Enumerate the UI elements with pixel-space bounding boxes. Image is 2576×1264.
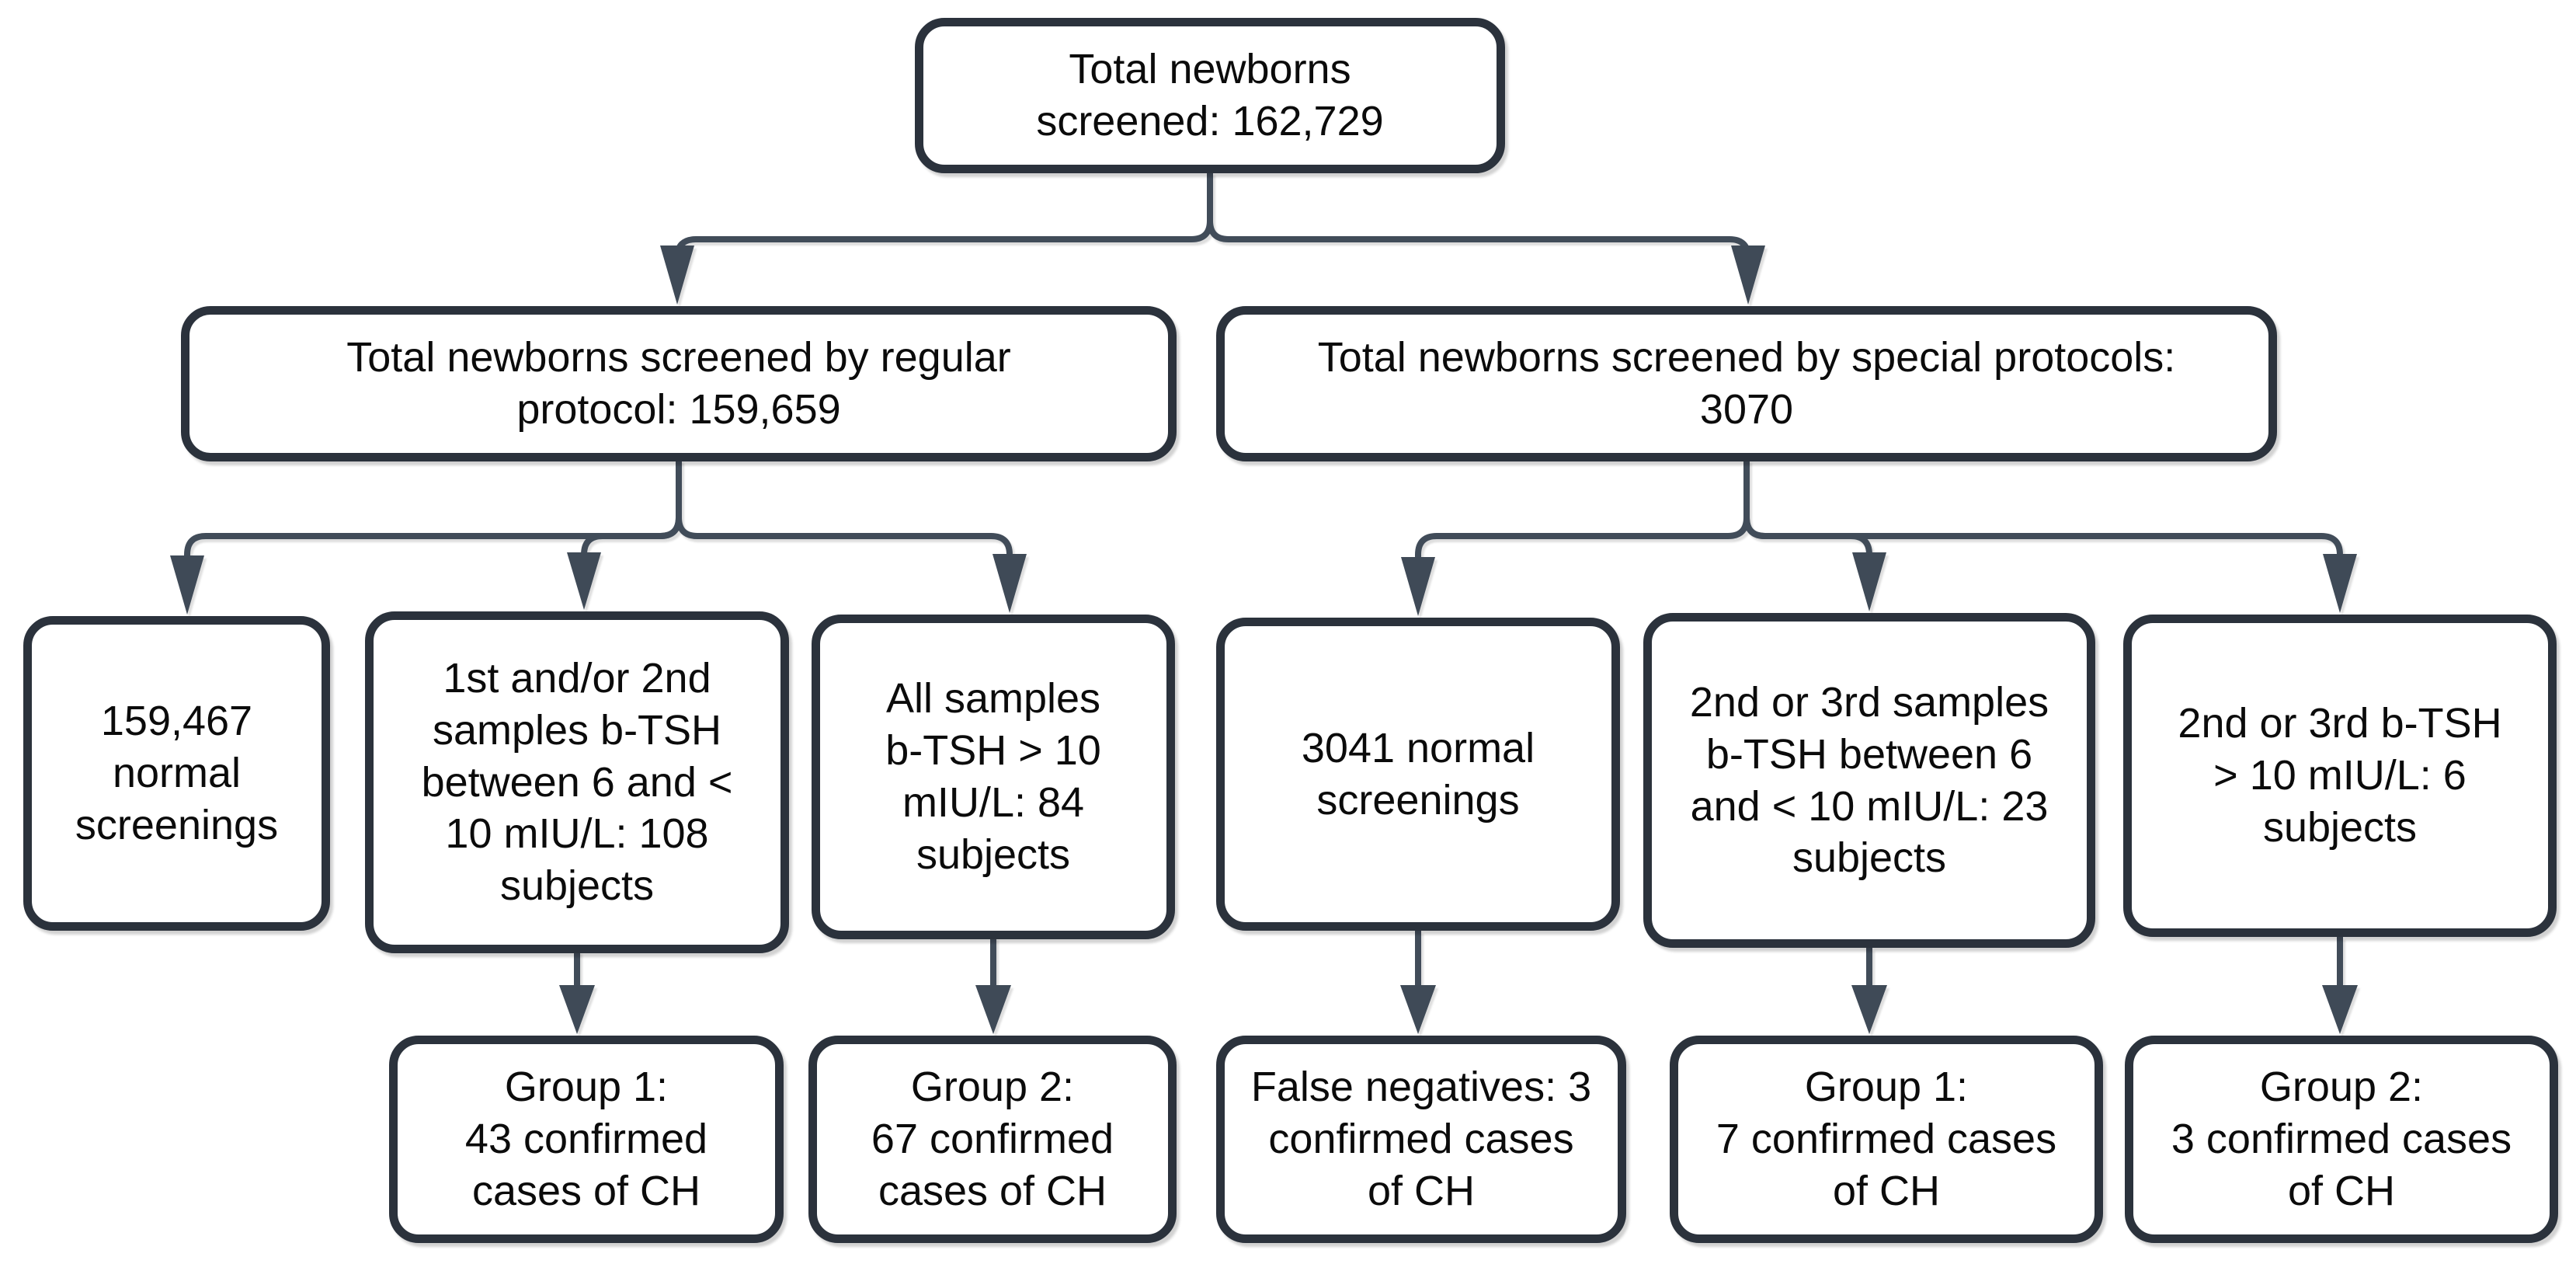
edge-special-borderline xyxy=(1743,460,1872,564)
edge-special-high xyxy=(1743,460,2343,564)
arrowhead xyxy=(559,985,595,1034)
node-label: Group 1: 7 confirmed cases of CH xyxy=(1716,1064,2057,1214)
node-special-protocols: Total newborns screened by special proto… xyxy=(1216,306,2277,461)
arrowhead xyxy=(993,554,1027,613)
arrowhead xyxy=(975,985,1011,1034)
node-group2-special: Group 2: 3 confirmed cases of CH xyxy=(2125,1036,2558,1243)
edge-special-normal xyxy=(1415,460,1750,564)
node-label: 3041 normal screenings xyxy=(1301,724,1535,824)
arrowhead xyxy=(2323,554,2357,613)
edge-regular-normal xyxy=(184,460,682,564)
node-label: 2nd or 3rd samples b-TSH between 6 and <… xyxy=(1689,678,2049,882)
node-regular-high-tsh: All samples b-TSH > 10 mIU/L: 84 subject… xyxy=(812,615,1175,939)
node-label: Total newborns screened by regular proto… xyxy=(346,334,1011,433)
node-label: All samples b-TSH > 10 mIU/L: 84 subject… xyxy=(885,675,1101,878)
arrowhead xyxy=(170,555,204,615)
node-label: Group 2: 3 confirmed cases of CH xyxy=(2171,1064,2512,1214)
node-label: Total newborns screened by special proto… xyxy=(1317,334,2176,433)
node-regular-protocol: Total newborns screened by regular proto… xyxy=(181,306,1177,461)
node-false-negatives: False negatives: 3 confirmed cases of CH xyxy=(1216,1036,1626,1243)
edge-regular-high xyxy=(676,460,1013,564)
node-group2-regular: Group 2: 67 confirmed cases of CH xyxy=(808,1036,1177,1243)
node-label: 159,467 normal screenings xyxy=(75,698,279,848)
node-total-screened: Total newborns screened: 162,729 xyxy=(915,18,1505,173)
edge-total-special xyxy=(1207,172,1751,267)
node-special-normal-screenings: 3041 normal screenings xyxy=(1216,618,1620,931)
edge-total-regular xyxy=(674,172,1213,267)
arrowhead xyxy=(1731,245,1765,305)
node-label: Group 2: 67 confirmed cases of CH xyxy=(871,1064,1114,1214)
node-group1-regular: Group 1: 43 confirmed cases of CH xyxy=(389,1036,784,1243)
node-group1-special: Group 1: 7 confirmed cases of CH xyxy=(1670,1036,2103,1243)
node-label: 1st and/or 2nd samples b-TSH between 6 a… xyxy=(421,654,733,910)
node-label: False negatives: 3 confirmed cases of CH xyxy=(1250,1064,1592,1214)
arrowhead xyxy=(2322,985,2358,1034)
edge-regular-borderline xyxy=(581,460,682,564)
arrowhead xyxy=(1851,985,1887,1034)
node-special-borderline-tsh: 2nd or 3rd samples b-TSH between 6 and <… xyxy=(1643,613,2095,948)
node-label: Group 1: 43 confirmed cases of CH xyxy=(464,1064,708,1214)
node-special-high-tsh: 2nd or 3rd b-TSH > 10 mIU/L: 6 subjects xyxy=(2123,615,2557,937)
arrowhead xyxy=(567,552,601,610)
arrowhead xyxy=(1852,552,1886,611)
node-regular-borderline-tsh: 1st and/or 2nd samples b-TSH between 6 a… xyxy=(365,611,789,953)
arrowhead xyxy=(660,245,694,305)
arrowhead xyxy=(1401,557,1435,616)
node-label: 2nd or 3rd b-TSH > 10 mIU/L: 6 subjects xyxy=(2178,700,2502,851)
node-label: Total newborns screened: 162,729 xyxy=(1036,46,1384,145)
node-regular-normal-screenings: 159,467 normal screenings xyxy=(23,616,330,931)
arrowhead xyxy=(1400,985,1436,1034)
